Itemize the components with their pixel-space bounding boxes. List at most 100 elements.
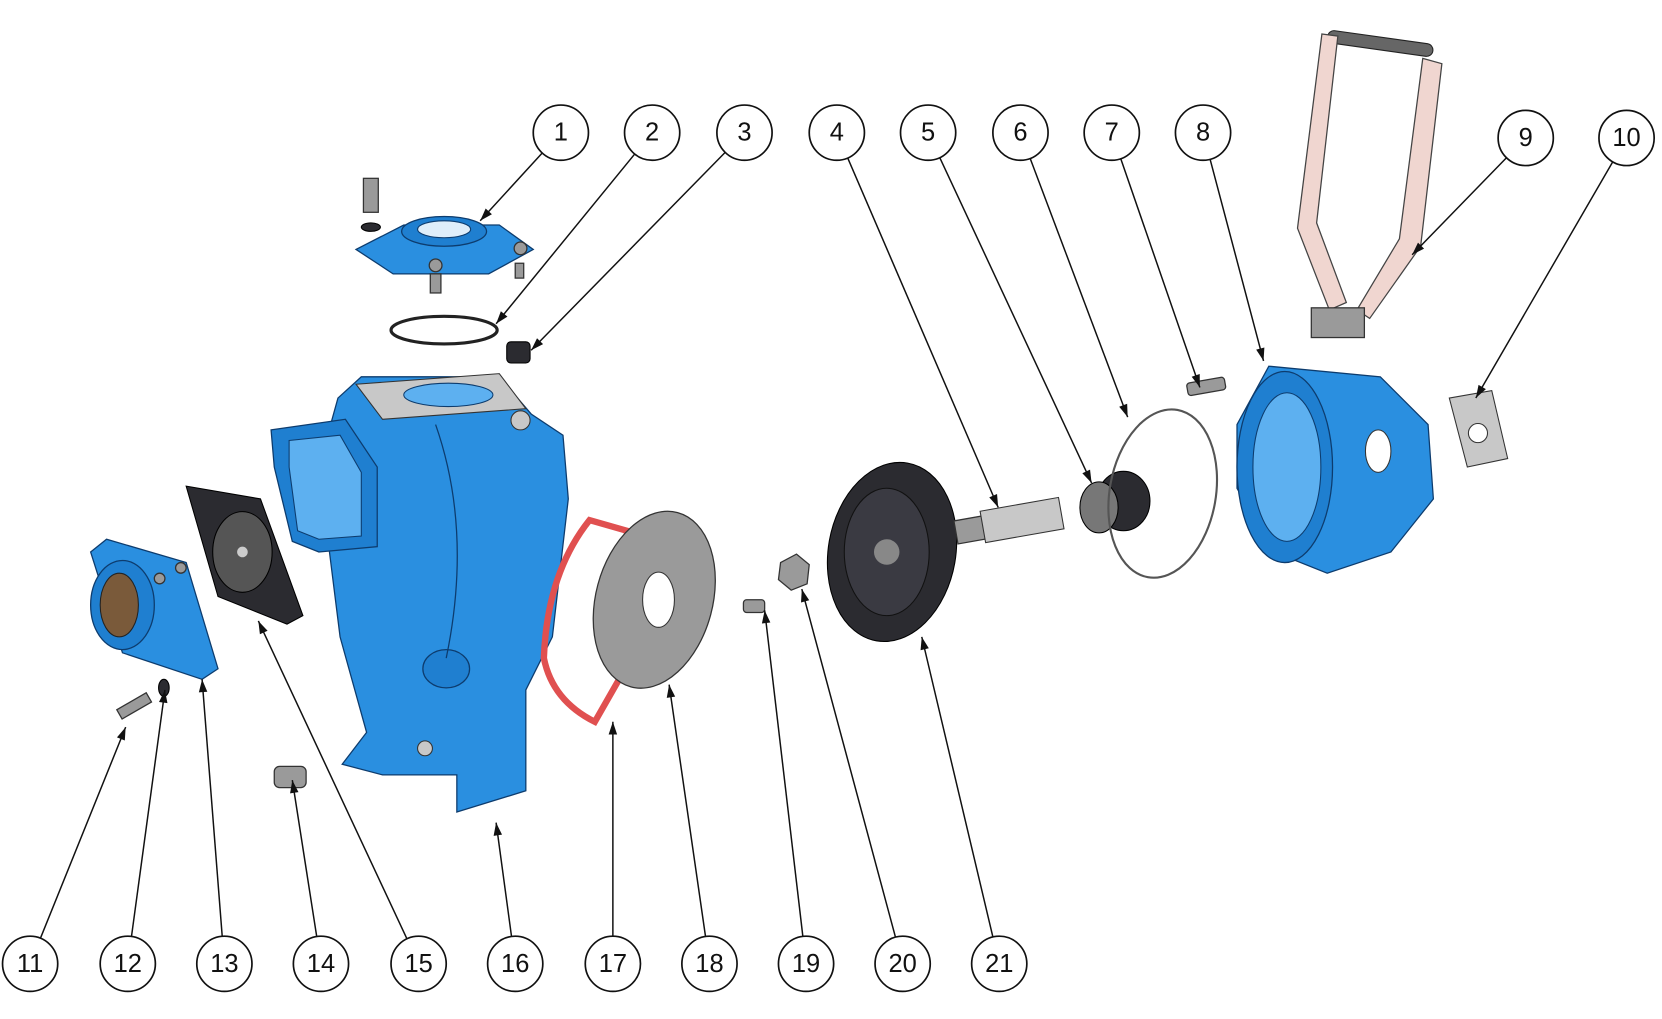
balloon-circle (1083, 104, 1141, 162)
leader-line (939, 157, 1093, 484)
balloon-number: 8 (1196, 119, 1210, 147)
arrowhead-icon (493, 822, 503, 836)
balloon-number: 18 (695, 950, 723, 978)
balloon-6: 6 (992, 104, 1049, 162)
balloon-12: 12 (99, 935, 157, 993)
balloon-circle (292, 935, 350, 993)
balloon-number: 6 (1013, 119, 1027, 147)
leader-line (847, 157, 999, 508)
balloon-number: 4 (830, 119, 844, 147)
leader-line (1475, 161, 1614, 399)
part-bolt (115, 691, 153, 720)
balloon-18: 18 (681, 935, 738, 993)
balloon-number: 10 (1612, 124, 1640, 152)
balloon-circle (1174, 104, 1232, 162)
balloon-number: 5 (921, 119, 935, 147)
balloon-9: 9 (1497, 109, 1555, 167)
arrowhead-icon (1119, 403, 1128, 418)
arrowhead-icon (608, 721, 618, 735)
balloon-circle (1, 935, 59, 993)
arrowhead-icon (290, 780, 299, 794)
balloon-circle (716, 104, 773, 162)
arrowhead-icon (496, 311, 508, 324)
balloon-circle (970, 935, 1028, 993)
arrowhead-icon (159, 689, 168, 704)
balloon-number: 19 (792, 950, 820, 978)
balloon-5: 5 (899, 104, 957, 162)
arrowhead-icon (198, 679, 208, 693)
balloon-19: 19 (777, 935, 835, 993)
part-housing-gasket (540, 516, 641, 726)
balloon-1: 1 (532, 104, 590, 162)
arrowhead-icon (480, 208, 492, 221)
balloon-circle (1598, 109, 1656, 167)
leader-line (1411, 157, 1508, 256)
balloon-number: 14 (307, 950, 335, 978)
balloon-circle (532, 104, 590, 162)
balloon-17: 17 (584, 935, 642, 993)
balloon-number: 13 (210, 950, 238, 978)
leader-line (257, 620, 408, 940)
leader-line (921, 636, 994, 938)
balloon-11: 11 (1, 935, 59, 993)
arrowhead-icon (666, 684, 676, 698)
balloon-20: 20 (874, 935, 932, 993)
balloon-number: 17 (599, 950, 627, 978)
part-screw (742, 599, 766, 614)
arrowhead-icon (258, 620, 268, 635)
balloon-circle (99, 935, 157, 993)
balloon-21: 21 (970, 935, 1028, 993)
leader-line (39, 726, 127, 939)
arrowhead-icon (920, 636, 929, 651)
arrowhead-icon (761, 610, 771, 624)
balloon-circle (899, 104, 957, 162)
balloon-number: 1 (554, 119, 568, 147)
leader-line (1120, 158, 1201, 388)
balloon-circle (390, 935, 448, 993)
balloon-circle (1497, 109, 1555, 167)
part-impeller-nut (777, 553, 810, 591)
part-pump-casing (270, 373, 569, 813)
part-shaft (953, 496, 1065, 545)
balloon-3: 3 (716, 104, 773, 162)
part-bracket (1448, 390, 1509, 468)
leader-line (1209, 159, 1265, 362)
part-o-ring-large (1107, 408, 1219, 579)
balloon-number: 15 (404, 950, 432, 978)
balloon-number: 9 (1519, 124, 1533, 152)
balloon-number: 11 (17, 950, 43, 978)
part-housing-bolt (1186, 376, 1227, 397)
part-bearing-housing (1236, 365, 1435, 574)
arrowhead-icon (116, 727, 126, 741)
balloon-8: 8 (1174, 104, 1232, 162)
leader-line (291, 780, 318, 937)
balloon-circle (992, 104, 1049, 162)
leader-line (1029, 158, 1129, 418)
arrowhead-icon (1475, 384, 1486, 399)
arrowhead-icon (1082, 469, 1092, 483)
part-top-flange (354, 177, 535, 294)
leader-line (801, 588, 897, 938)
balloon-14: 14 (292, 935, 350, 993)
balloon-circle (195, 935, 253, 993)
balloon-15: 15 (390, 935, 448, 993)
balloon-circle (584, 935, 642, 993)
balloon-7: 7 (1083, 104, 1141, 162)
part-suction-flange (89, 538, 219, 681)
balloon-4: 4 (808, 104, 866, 162)
balloon-13: 13 (195, 935, 253, 993)
balloon-circle (874, 935, 932, 993)
arrowhead-icon (531, 338, 544, 351)
arrowhead-icon (989, 493, 999, 508)
leader-line (479, 152, 543, 222)
leader-line (130, 689, 166, 937)
leader-line (495, 153, 636, 325)
leader-line (495, 822, 513, 937)
balloon-circle (777, 935, 835, 993)
balloon-circle (486, 935, 544, 993)
arrowhead-icon (1191, 374, 1200, 388)
part-cover-gasket (185, 485, 304, 625)
leader-line (201, 679, 223, 937)
part-o-ring-top (389, 314, 499, 346)
